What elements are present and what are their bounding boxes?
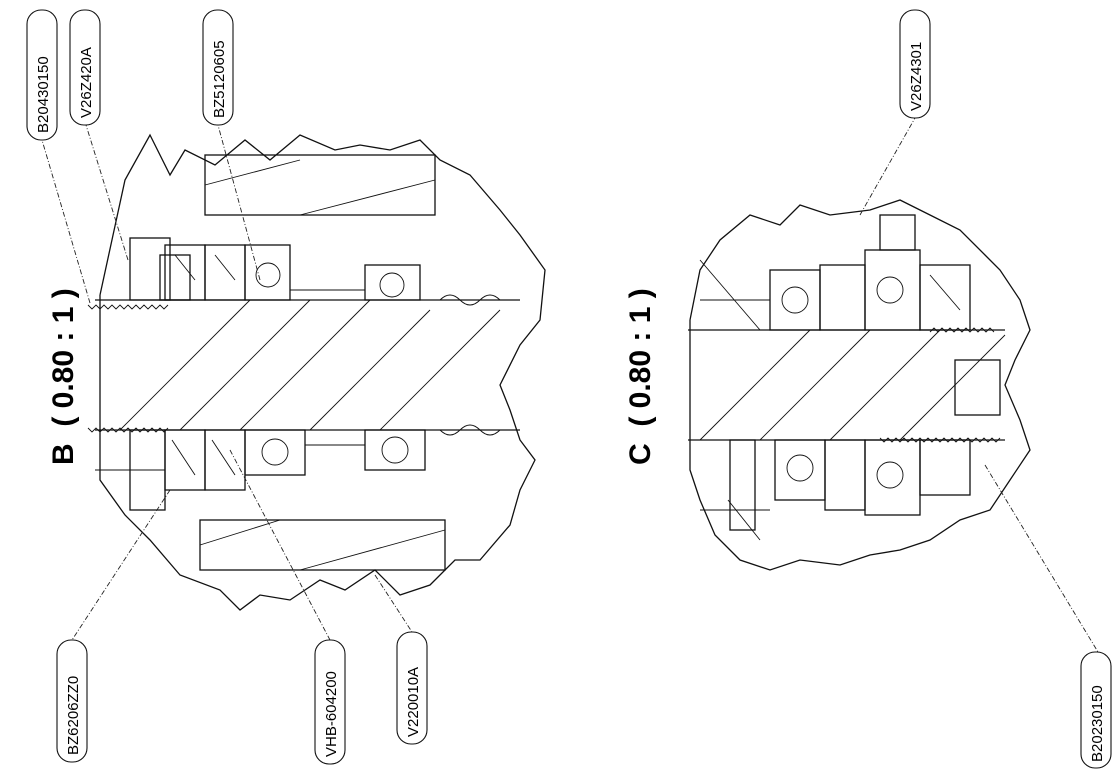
svg-text:B20230150: B20230150 (1089, 685, 1106, 762)
view-c-thread (879, 437, 1001, 443)
callout-b20230150: B20230150 (1080, 651, 1112, 769)
view-b-thread-bottom (87, 427, 169, 433)
view-c-title: C ( 0.80 : 1 ) (624, 288, 657, 465)
view-c-break-outline (689, 199, 1031, 571)
svg-text:B20430150: B20430150 (35, 56, 52, 133)
view-c: C ( 0.80 : 1 ) (624, 199, 1031, 571)
callout-bz5120605: BZ5120605 (202, 9, 234, 126)
view-b-relief (439, 294, 501, 436)
callout-v26z420a: V26Z420A (69, 9, 101, 126)
svg-text:V220010A: V220010A (405, 667, 422, 737)
svg-text:VHB-604200: VHB-604200 (323, 671, 340, 757)
view-c-collar (699, 214, 916, 331)
view-b-bearings-top (164, 244, 421, 301)
view-c-thread-top (929, 327, 995, 333)
view-b-housing-top (129, 154, 436, 301)
view-b-break-outline (99, 133, 546, 611)
view-b-housing-bottom (95, 429, 446, 571)
callout-vhb-604200: VHB-604200 (314, 639, 346, 765)
callout-v220010a: V220010A (396, 631, 428, 745)
view-c-shaft (688, 329, 1006, 441)
view-b-callouts: B20430150 V26Z420A BZ5120605 BZ6206ZZ0 V… (26, 9, 428, 765)
view-b-thread-top (87, 304, 169, 310)
view-c-callouts: V26Z4301 B20230150 (859, 9, 1112, 769)
view-c-bearings-top (700, 249, 971, 331)
svg-text:BZ5120605: BZ5120605 (211, 40, 228, 118)
callout-bz6206zz0: BZ6206ZZ0 (56, 639, 88, 763)
svg-text:V26Z420A: V26Z420A (78, 47, 95, 118)
callout-b20430150: B20430150 (26, 9, 58, 141)
view-c-bearings-bottom (700, 439, 971, 541)
svg-text:BZ6206ZZ0: BZ6206ZZ0 (65, 676, 82, 755)
view-b-title: B ( 0.80 : 1 ) (47, 288, 80, 465)
svg-text:V26Z4301: V26Z4301 (908, 42, 925, 111)
view-b-shaft (95, 299, 520, 431)
view-b: B ( 0.80 : 1 ) (47, 133, 546, 611)
view-b-bearings-bottom (164, 429, 426, 491)
callout-v26z4301: V26Z4301 (899, 9, 931, 119)
